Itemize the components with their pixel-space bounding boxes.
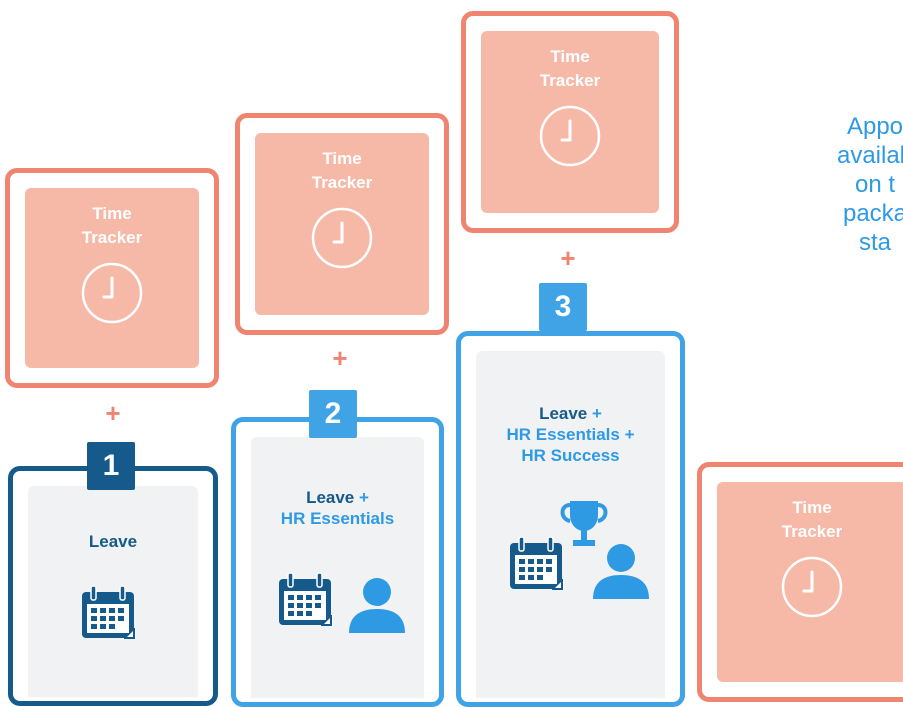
clock-icon <box>781 556 843 618</box>
clock-icon <box>81 262 143 324</box>
caption-line-5: sta <box>858 229 891 256</box>
package-label: Leave + HR Essentials + HR Success <box>476 351 665 466</box>
time-tracker-title-line2: Tracker <box>539 71 601 90</box>
clock-icon <box>311 207 373 269</box>
time-tracker-panel: Time Tracker <box>25 188 199 368</box>
package-panel: Leave + HR Essentials <box>251 437 424 698</box>
package-card-tier3: Leave + HR Essentials + HR Success <box>456 331 685 707</box>
time-tracker-title-line1: Time <box>322 149 362 168</box>
package-card-tier1: Leave <box>8 466 218 706</box>
package-line-leave: Leave <box>306 488 355 507</box>
side-caption: Appo availab on t packa sta <box>760 112 903 257</box>
caption-line-4: packa <box>842 200 903 227</box>
time-tracker-panel: Time Tracker <box>717 482 903 682</box>
time-tracker-title-line1: Time <box>792 498 832 517</box>
calendar-icon <box>510 536 564 590</box>
time-tracker-title-line1: Time <box>92 204 132 223</box>
time-tracker-title: Time Tracker <box>525 31 615 93</box>
time-tracker-title-line2: Tracker <box>81 228 143 247</box>
package-line-leave: Leave <box>539 404 588 423</box>
clock-icon <box>539 105 601 167</box>
time-tracker-panel: Time Tracker <box>481 31 659 213</box>
package-plus: + <box>592 404 602 423</box>
package-line-hr-essentials: HR Essentials <box>280 509 395 528</box>
tier-badge-1: 1 <box>87 442 135 490</box>
tier-badge-3: 3 <box>539 283 587 331</box>
time-tracker-title-line2: Tracker <box>311 173 373 192</box>
time-tracker-panel: Time Tracker <box>255 133 429 315</box>
time-tracker-card-tier1: Time Tracker <box>5 168 219 388</box>
package-card-tier2: Leave + HR Essentials <box>231 417 444 707</box>
package-label: Leave + HR Essentials <box>251 437 424 529</box>
package-line-hr-success: HR Success <box>521 446 620 465</box>
time-tracker-card-tier3: Time Tracker <box>461 11 679 233</box>
trophy-icon <box>560 501 608 546</box>
package-panel: Leave + HR Essentials + HR Success <box>476 351 665 698</box>
time-tracker-card-tier2: Time Tracker <box>235 113 449 335</box>
package-plus: + <box>359 488 369 507</box>
calendar-icon <box>82 585 136 639</box>
caption-line-2: availab <box>836 142 903 169</box>
plus-sign: + <box>332 343 348 373</box>
time-tracker-card-standalone: Time Tracker <box>697 462 903 702</box>
package-label: Leave <box>28 486 198 552</box>
tier-badge-2: 2 <box>309 390 357 438</box>
plus-sign: + <box>560 243 576 273</box>
package-plus: + <box>624 425 635 444</box>
time-tracker-title: Time Tracker <box>767 482 857 544</box>
person-icon <box>349 578 405 633</box>
package-line-hr-essentials: HR Essentials <box>506 425 620 444</box>
person-icon <box>593 544 649 599</box>
time-tracker-title-line1: Time <box>550 47 590 66</box>
calendar-icon <box>279 572 333 626</box>
time-tracker-title-line2: Tracker <box>781 522 843 541</box>
time-tracker-title: Time Tracker <box>67 188 157 250</box>
package-panel: Leave <box>28 486 198 697</box>
caption-line-1: Appo <box>846 113 903 140</box>
caption-line-3: on t <box>854 171 896 198</box>
package-line-leave: Leave <box>88 532 138 551</box>
time-tracker-title: Time Tracker <box>297 133 387 195</box>
plus-sign: + <box>105 398 121 428</box>
